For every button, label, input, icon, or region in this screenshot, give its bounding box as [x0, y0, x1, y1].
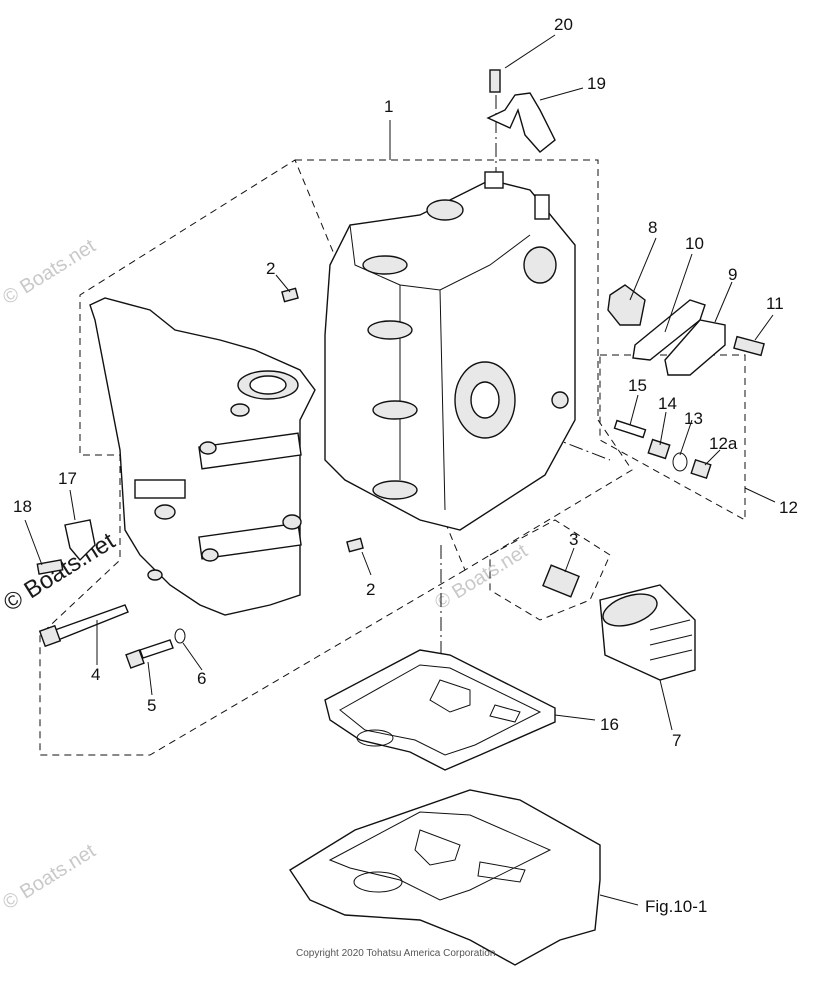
callout-4: 4 [91, 665, 100, 684]
figure-reference: Fig.10-1 [645, 897, 707, 916]
callout-16: 16 [600, 715, 619, 734]
watermark-right-mid: © Boats.net [431, 540, 532, 614]
bracket-19 [486, 69, 556, 153]
callout-10: 10 [685, 234, 704, 253]
callout-2-lower: 2 [366, 580, 375, 599]
watermark-bold: © Boats.net [0, 527, 120, 617]
bolts-and-washer [38, 604, 186, 669]
copyright: Copyright 2020 Tohatsu America Corporati… [296, 948, 495, 959]
callout-7: 7 [672, 731, 681, 750]
callout-17: 17 [58, 469, 77, 488]
callout-18: 18 [13, 497, 32, 516]
callout-6: 6 [197, 669, 206, 688]
gasket-16 [324, 649, 556, 771]
callout-12: 12 [779, 498, 798, 517]
cylinder-block [324, 171, 576, 531]
callout-11: 11 [766, 294, 784, 313]
clip-17-and-bolt-18 [36, 519, 96, 575]
callout-2-upper: 2 [266, 259, 275, 278]
watermark-bottom-left: © Boats.net [0, 840, 100, 914]
dowel-2-lower [346, 537, 364, 553]
callout-19: 19 [587, 74, 606, 93]
callout-13: 13 [684, 409, 703, 428]
dowel-2-upper [281, 287, 299, 303]
leader-lines [24, 34, 776, 906]
oil-filter-7 [599, 584, 696, 681]
watermark-top-left: © Boats.net [0, 235, 100, 309]
callout-3: 3 [569, 530, 578, 549]
assembly-1-boundary [39, 159, 633, 756]
subgroup-3-boundary [489, 519, 611, 621]
lower-unit-cover [289, 789, 601, 966]
crankcase-half [89, 297, 316, 616]
callout-15: 15 [628, 376, 647, 395]
callout-5: 5 [147, 696, 156, 715]
callout-9: 9 [728, 265, 737, 284]
thermostat-parts [607, 284, 765, 376]
callout-12a: 12a [709, 434, 738, 453]
callout-20: 20 [554, 15, 573, 34]
callout-1: 1 [384, 97, 393, 116]
callout-8: 8 [648, 218, 657, 237]
callout-14: 14 [658, 394, 677, 413]
callouts: 1 2 2 3 4 5 6 7 8 9 10 11 12 12a 13 14 1… [13, 15, 798, 916]
collar-3 [542, 564, 580, 598]
